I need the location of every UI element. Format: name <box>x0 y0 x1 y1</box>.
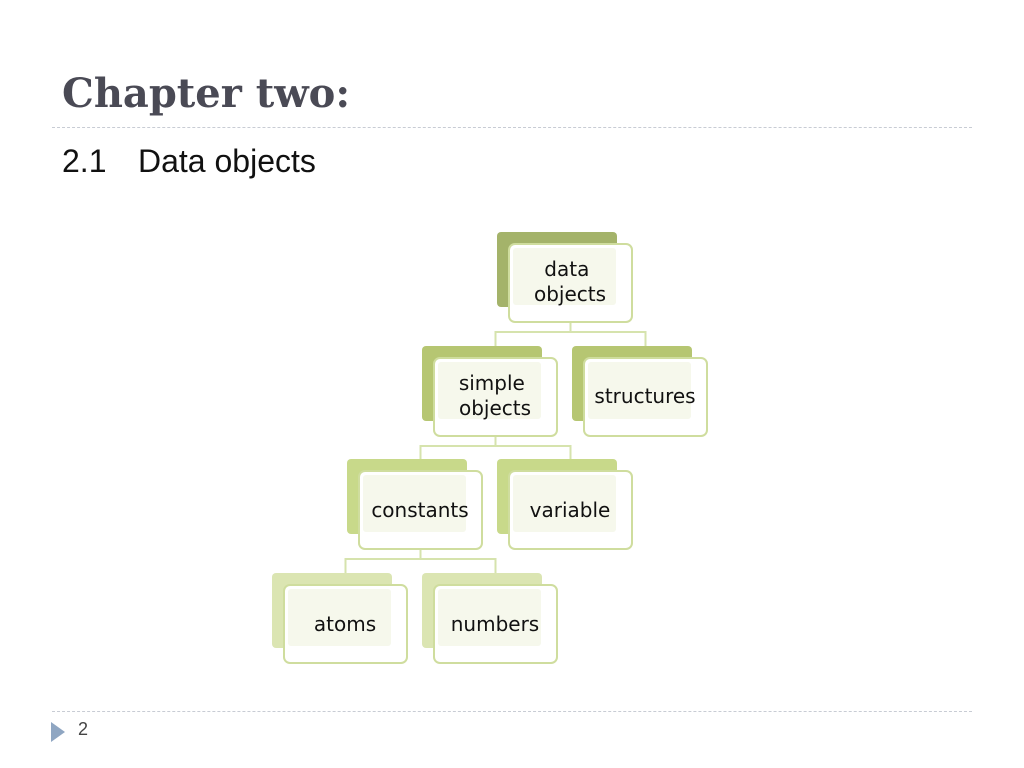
connector-constants-numbers <box>419 549 497 585</box>
node-variable: variable <box>497 459 633 550</box>
page-number: 2 <box>78 719 89 739</box>
footer-divider <box>52 711 972 712</box>
node-simple-objects: simple objects <box>422 346 558 437</box>
node-label: structures <box>594 384 695 408</box>
connector-data_objects-structures <box>569 322 647 358</box>
node-label: simple objects <box>459 371 531 420</box>
connectors <box>344 322 647 585</box>
slide-title: Chapter two: <box>62 70 351 117</box>
node-constants: constants <box>347 459 483 550</box>
node-atoms: atoms <box>272 573 408 664</box>
node-label: data objects <box>534 257 606 306</box>
title-divider <box>52 127 972 128</box>
section-title: Data objects <box>138 143 316 179</box>
node-label: variable <box>530 498 611 522</box>
node-label: constants <box>371 498 468 522</box>
section-number: 2.1 <box>62 143 107 179</box>
node-numbers: numbers <box>422 573 558 664</box>
connector-simple_objects-variable <box>494 436 572 471</box>
node-label-line: simple <box>459 371 525 395</box>
node-structures: structures <box>572 346 708 437</box>
node-label: numbers <box>451 612 539 636</box>
node-label-line: objects <box>534 282 606 306</box>
node-label-line: data <box>544 257 589 281</box>
node-label: atoms <box>314 612 376 636</box>
node-label-line: structures <box>594 384 695 408</box>
triangle-bullet-icon <box>51 722 65 742</box>
node-label-line: constants <box>371 498 468 522</box>
node-label-line: objects <box>459 396 531 420</box>
node-data-objects: data objects <box>497 232 633 323</box>
node-label-line: numbers <box>451 612 539 636</box>
node-label-line: atoms <box>314 612 376 636</box>
node-label-line: variable <box>530 498 611 522</box>
section-heading: 2.1 Data objects <box>62 143 316 180</box>
